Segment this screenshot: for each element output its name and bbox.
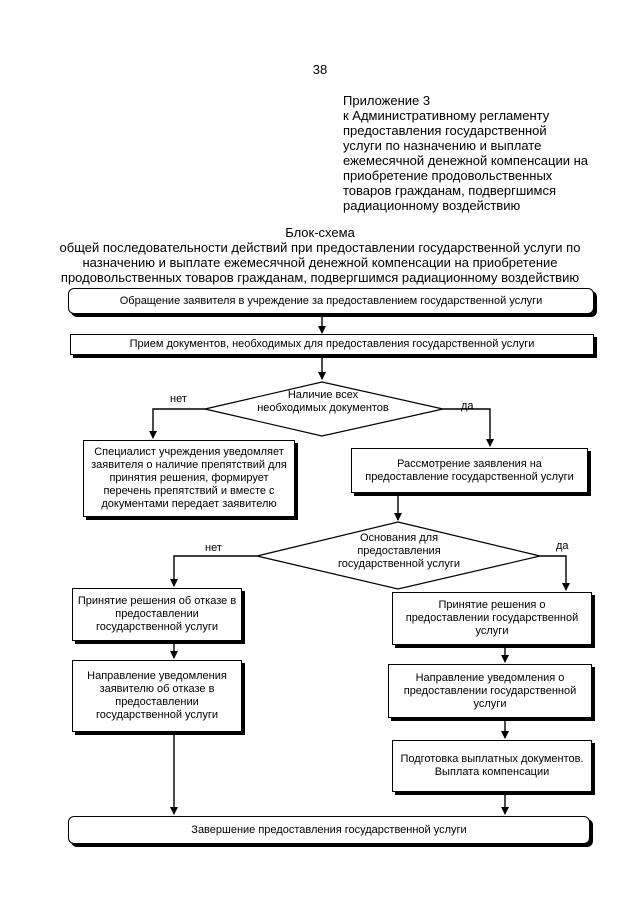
decision-diamond-grounds [256,521,541,590]
branch-yes-label: да [556,540,569,552]
step-grant-notify: Направление уведомления о предоставлении… [388,664,592,718]
appendix-line: приобретение продовольственных [343,168,553,183]
title-line: Блок-схема [285,225,355,240]
appendix-line: к Административному регламенту [343,108,550,123]
title-line: общей последовательности действий при пр… [59,240,581,255]
title-line: назначению и выплате ежемесячной денежно… [82,255,558,270]
step-notify-obstacles: Специалист учреждения уведомляет заявите… [83,440,295,517]
appendix-line: товаров гражданам, подвергшимся [343,183,556,198]
step-completion: Завершение предоставления государственно… [68,816,590,844]
decision-grounds-label: Основания для предоставления государстве… [338,532,460,570]
step-refuse-decision: Принятие решения об отказе в предоставле… [72,588,242,641]
branch-no-label: нет [170,393,187,405]
step-grant-decision: Принятие решения о предоставлении госуда… [392,592,592,645]
appendix-caption: Приложение 3 к Административному регламе… [343,93,613,213]
step-review-application: Рассмотрение заявления на предоставление… [351,448,588,493]
appendix-line: радиационному воздействию [343,198,521,213]
branch-no-label: нет [205,542,222,554]
step-application: Обращение заявителя в учреждение за пред… [68,288,594,314]
decision-documents-label: Наличие всех необходимых документов [257,389,389,414]
appendix-line: ежемесячной денежной компенсации на [343,153,589,168]
flowchart-title: Блок-схема общей последовательности дейс… [0,225,640,285]
step-refuse-notify: Направление уведомления заявителю об отк… [72,660,242,732]
appendix-line: Приложение 3 [343,93,431,108]
branch-yes-label: да [461,400,474,412]
step-payment: Подготовка выплатных документов. Выплата… [392,740,592,792]
title-line: продовольственных товаров гражданам, под… [60,270,580,285]
arrow-decision2-yes [540,555,570,591]
arrow-decision1-yes [443,408,494,447]
decision-diamond-documents [204,381,444,437]
page-number: 38 [312,62,328,77]
arrow-decision1-no [149,408,205,439]
appendix-line: предоставления государственной [343,123,547,138]
appendix-line: услуги по назначению и выплате [343,138,542,153]
step-receive-documents: Прием документов, необходимых для предос… [70,334,594,355]
arrow-decision2-no [170,555,257,587]
